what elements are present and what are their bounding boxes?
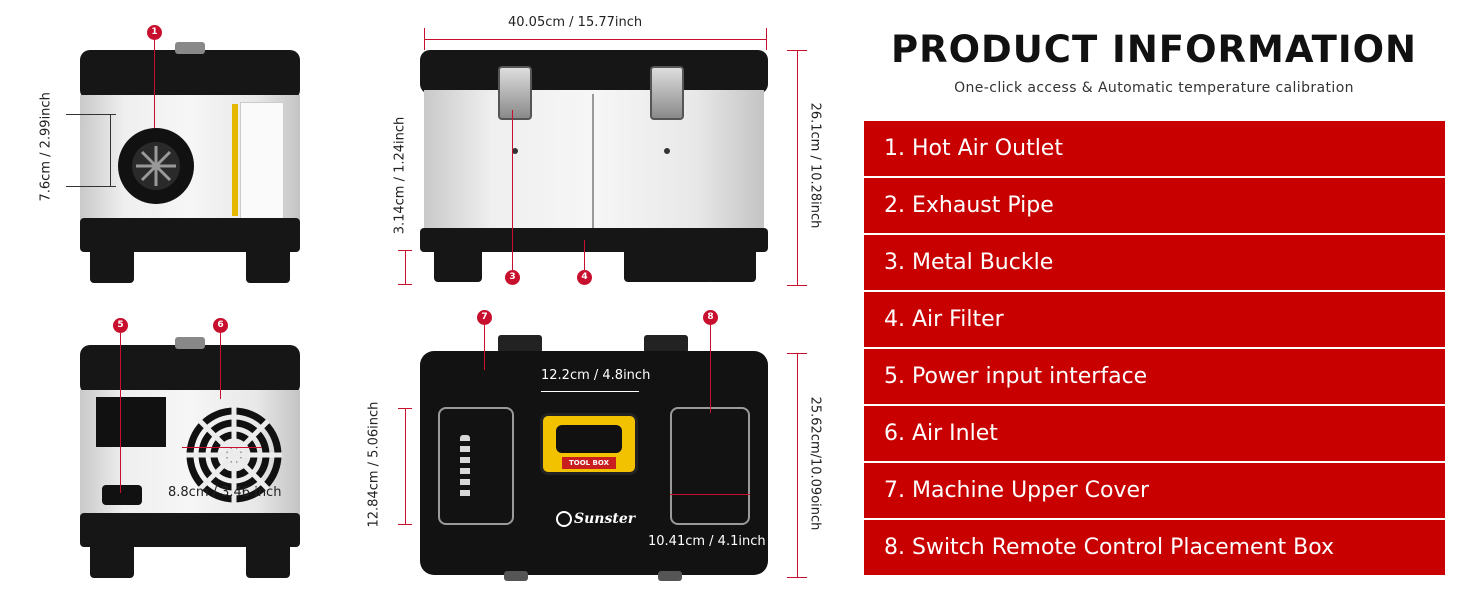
remote-placement-box — [670, 407, 750, 525]
feature-item: 1. Hot Air Outlet — [864, 121, 1445, 176]
hinge — [498, 335, 542, 353]
callout-badge: 6 — [213, 318, 228, 333]
callout-line — [512, 110, 513, 270]
dimension-line — [398, 250, 412, 251]
foot — [434, 248, 482, 282]
power-input-interface — [102, 485, 142, 505]
top-right-dimension: 25.62cm/10.09oinch — [807, 396, 823, 531]
feature-item: 5. Power input interface — [864, 349, 1445, 404]
metal-buckle — [650, 66, 684, 120]
air-filter — [624, 248, 714, 282]
latch — [658, 571, 682, 581]
callout-badge: 8 — [703, 310, 718, 325]
dimension-line — [424, 39, 766, 40]
handle-opening — [556, 425, 622, 453]
fan-grill-icon — [132, 142, 180, 190]
box-width-dimension: 10.41cm / 4.1inch — [646, 534, 768, 549]
dimension-line — [110, 114, 111, 186]
foot — [90, 245, 134, 283]
hot-air-outlet — [118, 128, 194, 204]
dimension-line — [797, 50, 798, 285]
callout-line — [584, 240, 585, 270]
callout-line — [484, 325, 485, 370]
callout-line — [710, 325, 711, 413]
dimension-line — [182, 447, 262, 448]
left-compartment — [438, 407, 514, 525]
indicator-dots — [460, 435, 470, 499]
hinge — [644, 335, 688, 353]
dimension-line — [541, 391, 639, 392]
dimension-line — [66, 186, 116, 187]
dimension-line — [66, 114, 116, 115]
screw-hole — [664, 148, 670, 154]
handle-label: TOOL BOX — [562, 457, 616, 469]
dimension-line — [398, 408, 412, 409]
callout-badge: 1 — [147, 25, 162, 40]
side-outlet-dimension: 7.6cm / 2.99inch — [38, 92, 54, 202]
side-view — [70, 40, 310, 290]
lid — [80, 50, 300, 100]
callout-badge: 5 — [113, 318, 128, 333]
foot — [90, 540, 134, 578]
spec-sticker — [240, 102, 284, 220]
front-width-dimension: 40.05cm / 15.77inch — [508, 15, 643, 30]
warning-sticker — [96, 397, 166, 447]
foot — [708, 248, 756, 282]
foot — [246, 245, 290, 283]
back-inlet-dimension: 8.8cm / 3.46 inch — [168, 485, 282, 500]
back-view — [70, 335, 310, 585]
dimension-line — [787, 50, 807, 51]
callout-line — [120, 333, 121, 493]
screw-hole — [512, 148, 518, 154]
front-foot-dimension: 3.14cm / 1.24inch — [392, 116, 408, 235]
top-left-dimension: 12.84cm / 5.06inch — [366, 401, 382, 528]
metal-buckle — [498, 66, 532, 120]
dimension-line — [405, 250, 406, 284]
front-height-dimension: 26.1cm / 10.28inch — [807, 102, 823, 229]
feature-item: 2. Exhaust Pipe — [864, 178, 1445, 233]
dimension-line — [797, 353, 798, 577]
dimension-line — [787, 353, 807, 354]
yellow-strip — [232, 104, 238, 216]
callout-line — [220, 333, 221, 399]
body — [424, 90, 764, 240]
latch — [175, 337, 205, 349]
callout-badge: 3 — [505, 270, 520, 285]
lid — [420, 50, 768, 94]
foot — [246, 540, 290, 578]
page-subtitle: One-click access & Automatic temperature… — [954, 80, 1354, 96]
latch — [175, 42, 205, 54]
dimension-line — [670, 494, 750, 495]
dimension-line — [787, 577, 807, 578]
callout-badge: 4 — [577, 270, 592, 285]
dimension-line — [424, 28, 425, 50]
feature-item: 8. Switch Remote Control Placement Box — [864, 520, 1445, 575]
feature-item: 3. Metal Buckle — [864, 235, 1445, 290]
feature-item: 6. Air Inlet — [864, 406, 1445, 461]
feature-item: 4. Air Filter — [864, 292, 1445, 347]
dimension-line — [787, 285, 807, 286]
dimension-line — [405, 408, 406, 524]
air-inlet-grill-icon — [186, 407, 282, 503]
handle-width-dimension: 12.2cm / 4.8inch — [539, 368, 653, 383]
latch — [504, 571, 528, 581]
page-title: PRODUCT INFORMATION — [890, 28, 1418, 71]
feature-list: 1. Hot Air Outlet 2. Exhaust Pipe 3. Met… — [864, 121, 1445, 577]
brand-logo: Sunster — [574, 511, 636, 527]
dimension-line — [398, 284, 412, 285]
lid — [80, 345, 300, 395]
callout-badge: 7 — [477, 310, 492, 325]
body-seam — [592, 94, 594, 240]
front-view — [418, 48, 770, 288]
feature-item: 7. Machine Upper Cover — [864, 463, 1445, 518]
callout-line — [154, 40, 155, 128]
dimension-line — [766, 28, 767, 50]
dimension-line — [398, 524, 412, 525]
logo-icon — [556, 511, 572, 527]
